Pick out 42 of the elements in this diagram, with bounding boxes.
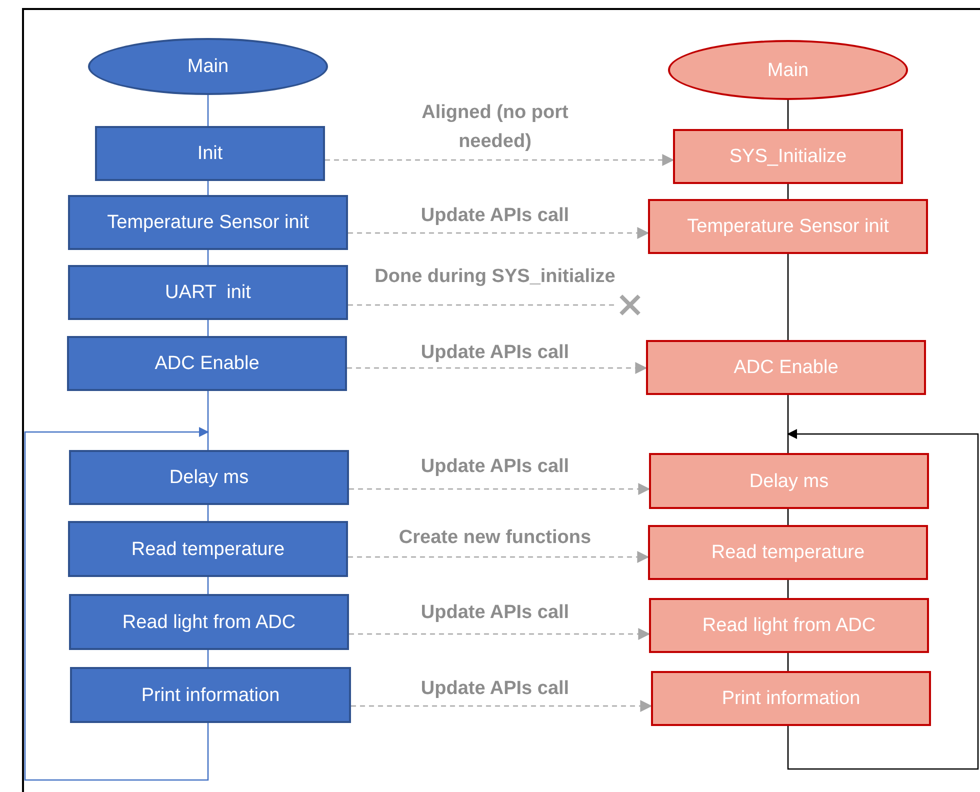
connector-line: [787, 580, 789, 598]
process-box: Temperature Sensor init: [68, 195, 348, 250]
process-box: Print information: [651, 671, 931, 726]
process-box: Read temperature: [648, 525, 928, 580]
dashed-arrow: [347, 362, 648, 374]
dashed-arrow: [325, 154, 674, 166]
process-box: Read light from ADC: [649, 598, 929, 653]
connector-line: [207, 505, 209, 521]
connector-line: [207, 250, 209, 265]
connector-line: [207, 650, 209, 667]
connector-line: [787, 653, 789, 671]
process-box: Print information: [70, 667, 351, 723]
dashed-arrow: [348, 227, 650, 239]
process-box: Read temperature: [68, 521, 348, 577]
connector-line: [207, 181, 209, 195]
process-box: Delay ms: [69, 450, 349, 505]
dashed-arrow: [348, 551, 650, 563]
process-box: Delay ms: [649, 453, 929, 509]
process-box: SYS_Initialize: [673, 129, 903, 184]
connector-line: [207, 577, 209, 594]
loop-arrow: [24, 427, 209, 781]
cross-mark: [618, 293, 642, 317]
process-box: ADC Enable: [67, 336, 347, 391]
start-ellipse: Main: [88, 38, 328, 95]
start-ellipse: Main: [668, 40, 908, 100]
connector-line: [207, 391, 209, 450]
connector-line: [787, 100, 789, 129]
connector-line: [787, 395, 789, 453]
process-box: UART init: [68, 265, 348, 320]
process-box: Read light from ADC: [69, 594, 349, 650]
process-box: ADC Enable: [646, 340, 926, 395]
dashed-arrow: [351, 700, 652, 712]
loop-arrow: [787, 429, 979, 770]
connector-line: [787, 254, 789, 340]
connector-line: [787, 184, 789, 199]
connector-line: [207, 320, 209, 336]
dashed-arrow: [349, 483, 650, 495]
process-box: Temperature Sensor init: [648, 199, 928, 254]
connector-line: [787, 509, 789, 525]
connector-line: [207, 95, 209, 126]
dashed-arrow: [349, 628, 650, 640]
process-box: Init: [95, 126, 325, 181]
